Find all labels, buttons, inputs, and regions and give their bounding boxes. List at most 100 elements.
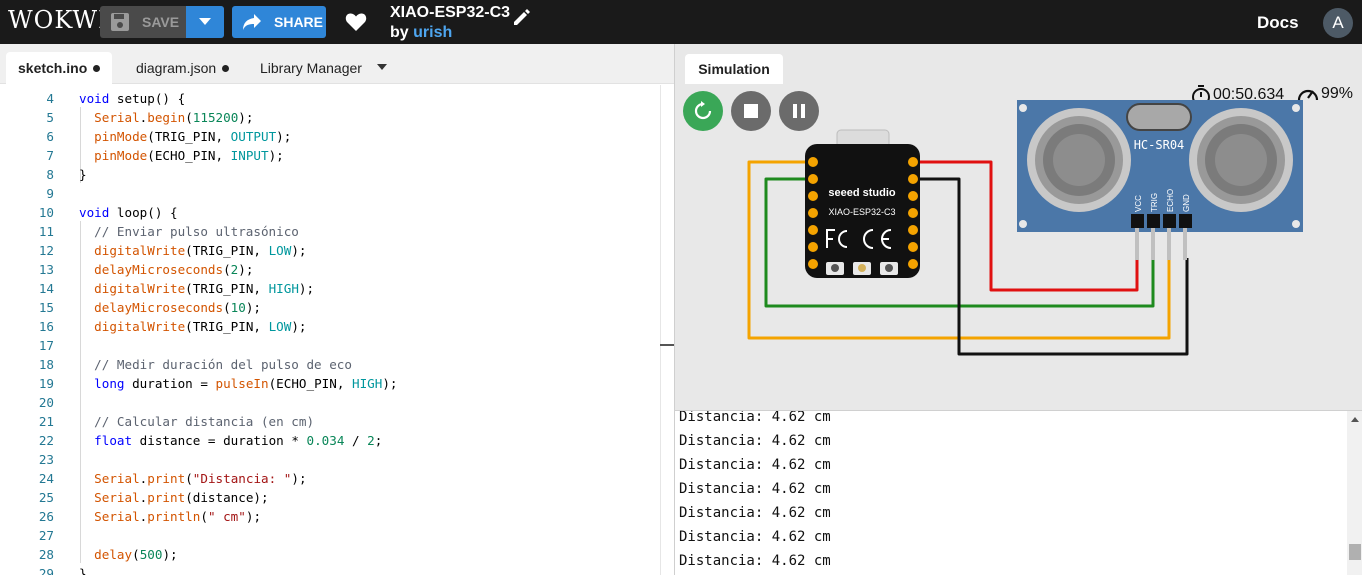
fcc-ce-marks-icon <box>826 229 892 249</box>
scroll-up-arrow-icon[interactable] <box>1351 417 1359 422</box>
wire-red[interactable] <box>913 160 1139 292</box>
code-line: 14 digitalWrite(TRIG_PIN, HIGH); <box>0 279 660 298</box>
code-comment: // Medir duración del pulso de eco <box>79 357 352 372</box>
code-text: Serial.print(distance); <box>94 490 269 505</box>
line-number: 19 <box>38 376 54 391</box>
pause-button[interactable] <box>779 91 819 131</box>
pin-label-gnd: GND <box>1182 194 1191 212</box>
top-bar: WOKWI SAVE SHARE XIAO-ESP32-C3 by urish … <box>0 0 1362 44</box>
code-line: 20 <box>0 393 660 412</box>
line-number: 14 <box>38 281 54 296</box>
simulation-tab-bar: Simulation <box>675 44 1362 84</box>
code-line: 9 <box>0 184 660 203</box>
serial-line: Distancia: 4.62 cm <box>679 529 831 545</box>
project-title: XIAO-ESP32-C3 <box>390 4 511 21</box>
serial-line: Distancia: 4.62 cm <box>679 481 831 497</box>
line-number: 21 <box>38 414 54 429</box>
code-comment: // Calcular distancia (en cm) <box>79 414 315 429</box>
line-number: 8 <box>46 167 54 182</box>
pause-icon <box>793 104 805 118</box>
code-line: 19 long duration = pulseIn(ECHO_PIN, HIG… <box>0 374 660 393</box>
code-text: delayMicroseconds(10); <box>94 300 262 315</box>
pane-splitter-handle[interactable] <box>660 344 674 346</box>
tab-label: sketch.ino <box>18 60 88 76</box>
speed-percent: 99% <box>1321 85 1354 102</box>
serial-scrollbar[interactable] <box>1347 411 1362 575</box>
code-line: 22 float distance = duration * 0.034 / 2… <box>0 431 660 450</box>
line-number: 7 <box>46 148 54 163</box>
wire-green[interactable] <box>764 177 1155 308</box>
code-text: pinMode(TRIG_PIN, OUTPUT); <box>94 129 292 144</box>
line-number: 28 <box>38 547 54 562</box>
save-dropdown-button[interactable] <box>186 6 224 38</box>
code-line: 12 digitalWrite(TRIG_PIN, LOW); <box>0 241 660 260</box>
save-button[interactable]: SAVE <box>100 6 186 38</box>
editor-scrollbar[interactable] <box>660 85 661 575</box>
code-line: 27 <box>0 526 660 545</box>
share-arrow-icon <box>243 14 261 30</box>
pencil-icon[interactable] <box>512 7 532 27</box>
tab-label: Library Manager <box>260 60 362 76</box>
code-line: 21 // Calcular distancia (en cm) <box>0 412 660 431</box>
save-label: SAVE <box>142 14 180 30</box>
line-number: 11 <box>38 224 54 239</box>
serial-monitor[interactable]: Distancia: 4.62 cm Distancia: 4.62 cm Di… <box>674 410 1362 575</box>
code-text: pinMode(ECHO_PIN, INPUT); <box>94 148 284 163</box>
indent-guide <box>80 107 81 183</box>
serial-line: Distancia: 4.62 cm <box>679 553 831 569</box>
user-avatar[interactable]: A <box>1323 8 1353 38</box>
wokwi-logo[interactable]: WOKWI <box>8 6 109 34</box>
docs-link[interactable]: Docs <box>1257 13 1299 32</box>
restart-icon <box>694 101 712 120</box>
tab-menu-caret-icon[interactable] <box>377 64 387 70</box>
code-line: 15 delayMicroseconds(10); <box>0 298 660 317</box>
wires <box>747 160 1189 356</box>
code-text: Serial.println(" cm"); <box>94 509 262 524</box>
simulation-speed: 99% <box>1297 84 1353 104</box>
code-line: 23 <box>0 450 660 469</box>
serial-scrollbar-thumb[interactable] <box>1349 544 1361 560</box>
line-number: 26 <box>38 509 54 524</box>
code-line: 25 Serial.print(distance); <box>0 488 660 507</box>
line-number: 5 <box>46 110 54 125</box>
tab-diagram-json[interactable]: diagram.json <box>136 52 230 84</box>
code-line: 28 delay(500); <box>0 545 660 564</box>
modified-dot-icon <box>93 64 101 72</box>
elapsed-time: 00:50.634 <box>1213 86 1285 103</box>
floppy-disk-icon <box>111 13 129 31</box>
line-number: 12 <box>38 243 54 258</box>
wire-black[interactable] <box>913 177 1189 356</box>
stop-icon <box>744 104 758 118</box>
restart-button[interactable] <box>683 91 723 131</box>
code-text: Serial.print("Distancia: "); <box>94 471 307 486</box>
stop-button[interactable] <box>731 91 771 131</box>
share-button[interactable]: SHARE <box>232 6 326 38</box>
code-comment: // Enviar pulso ultrasónico <box>79 224 299 239</box>
code-line: 16 digitalWrite(TRIG_PIN, LOW); <box>0 317 660 336</box>
tab-simulation[interactable]: Simulation <box>685 54 783 84</box>
heart-icon[interactable] <box>345 12 367 32</box>
code-text: delay(500); <box>94 547 178 562</box>
code-line: 18 // Medir duración del pulso de eco <box>0 355 660 374</box>
tab-library-manager[interactable]: Library Manager <box>260 52 362 84</box>
xiao-esp32-c3-board[interactable]: seeed studio XIAO-ESP32-C3 <box>805 129 920 278</box>
code-line: 8} <box>0 165 660 184</box>
line-number: 4 <box>46 91 54 106</box>
code-text: digitalWrite(TRIG_PIN, LOW); <box>94 319 307 334</box>
code-line: 29} <box>0 564 660 575</box>
board-model: XIAO-ESP32-C3 <box>828 207 895 217</box>
code-text: } <box>79 167 87 182</box>
author-link[interactable]: urish <box>413 24 453 41</box>
line-number: 10 <box>38 205 54 220</box>
editor-tab-bar: sketch.ino diagram.json Library Manager <box>0 44 674 84</box>
pin-label-trig: TRIG <box>1150 193 1159 212</box>
code-text: digitalWrite(TRIG_PIN, LOW); <box>94 243 307 258</box>
line-number: 22 <box>38 433 54 448</box>
wire-orange[interactable] <box>747 160 1171 340</box>
tab-sketch-ino[interactable]: sketch.ino <box>6 52 113 84</box>
hc-sr04-sensor[interactable]: HC-SR04 VCC TRIG ECHO GND <box>1017 100 1303 260</box>
line-number: 23 <box>38 452 54 467</box>
